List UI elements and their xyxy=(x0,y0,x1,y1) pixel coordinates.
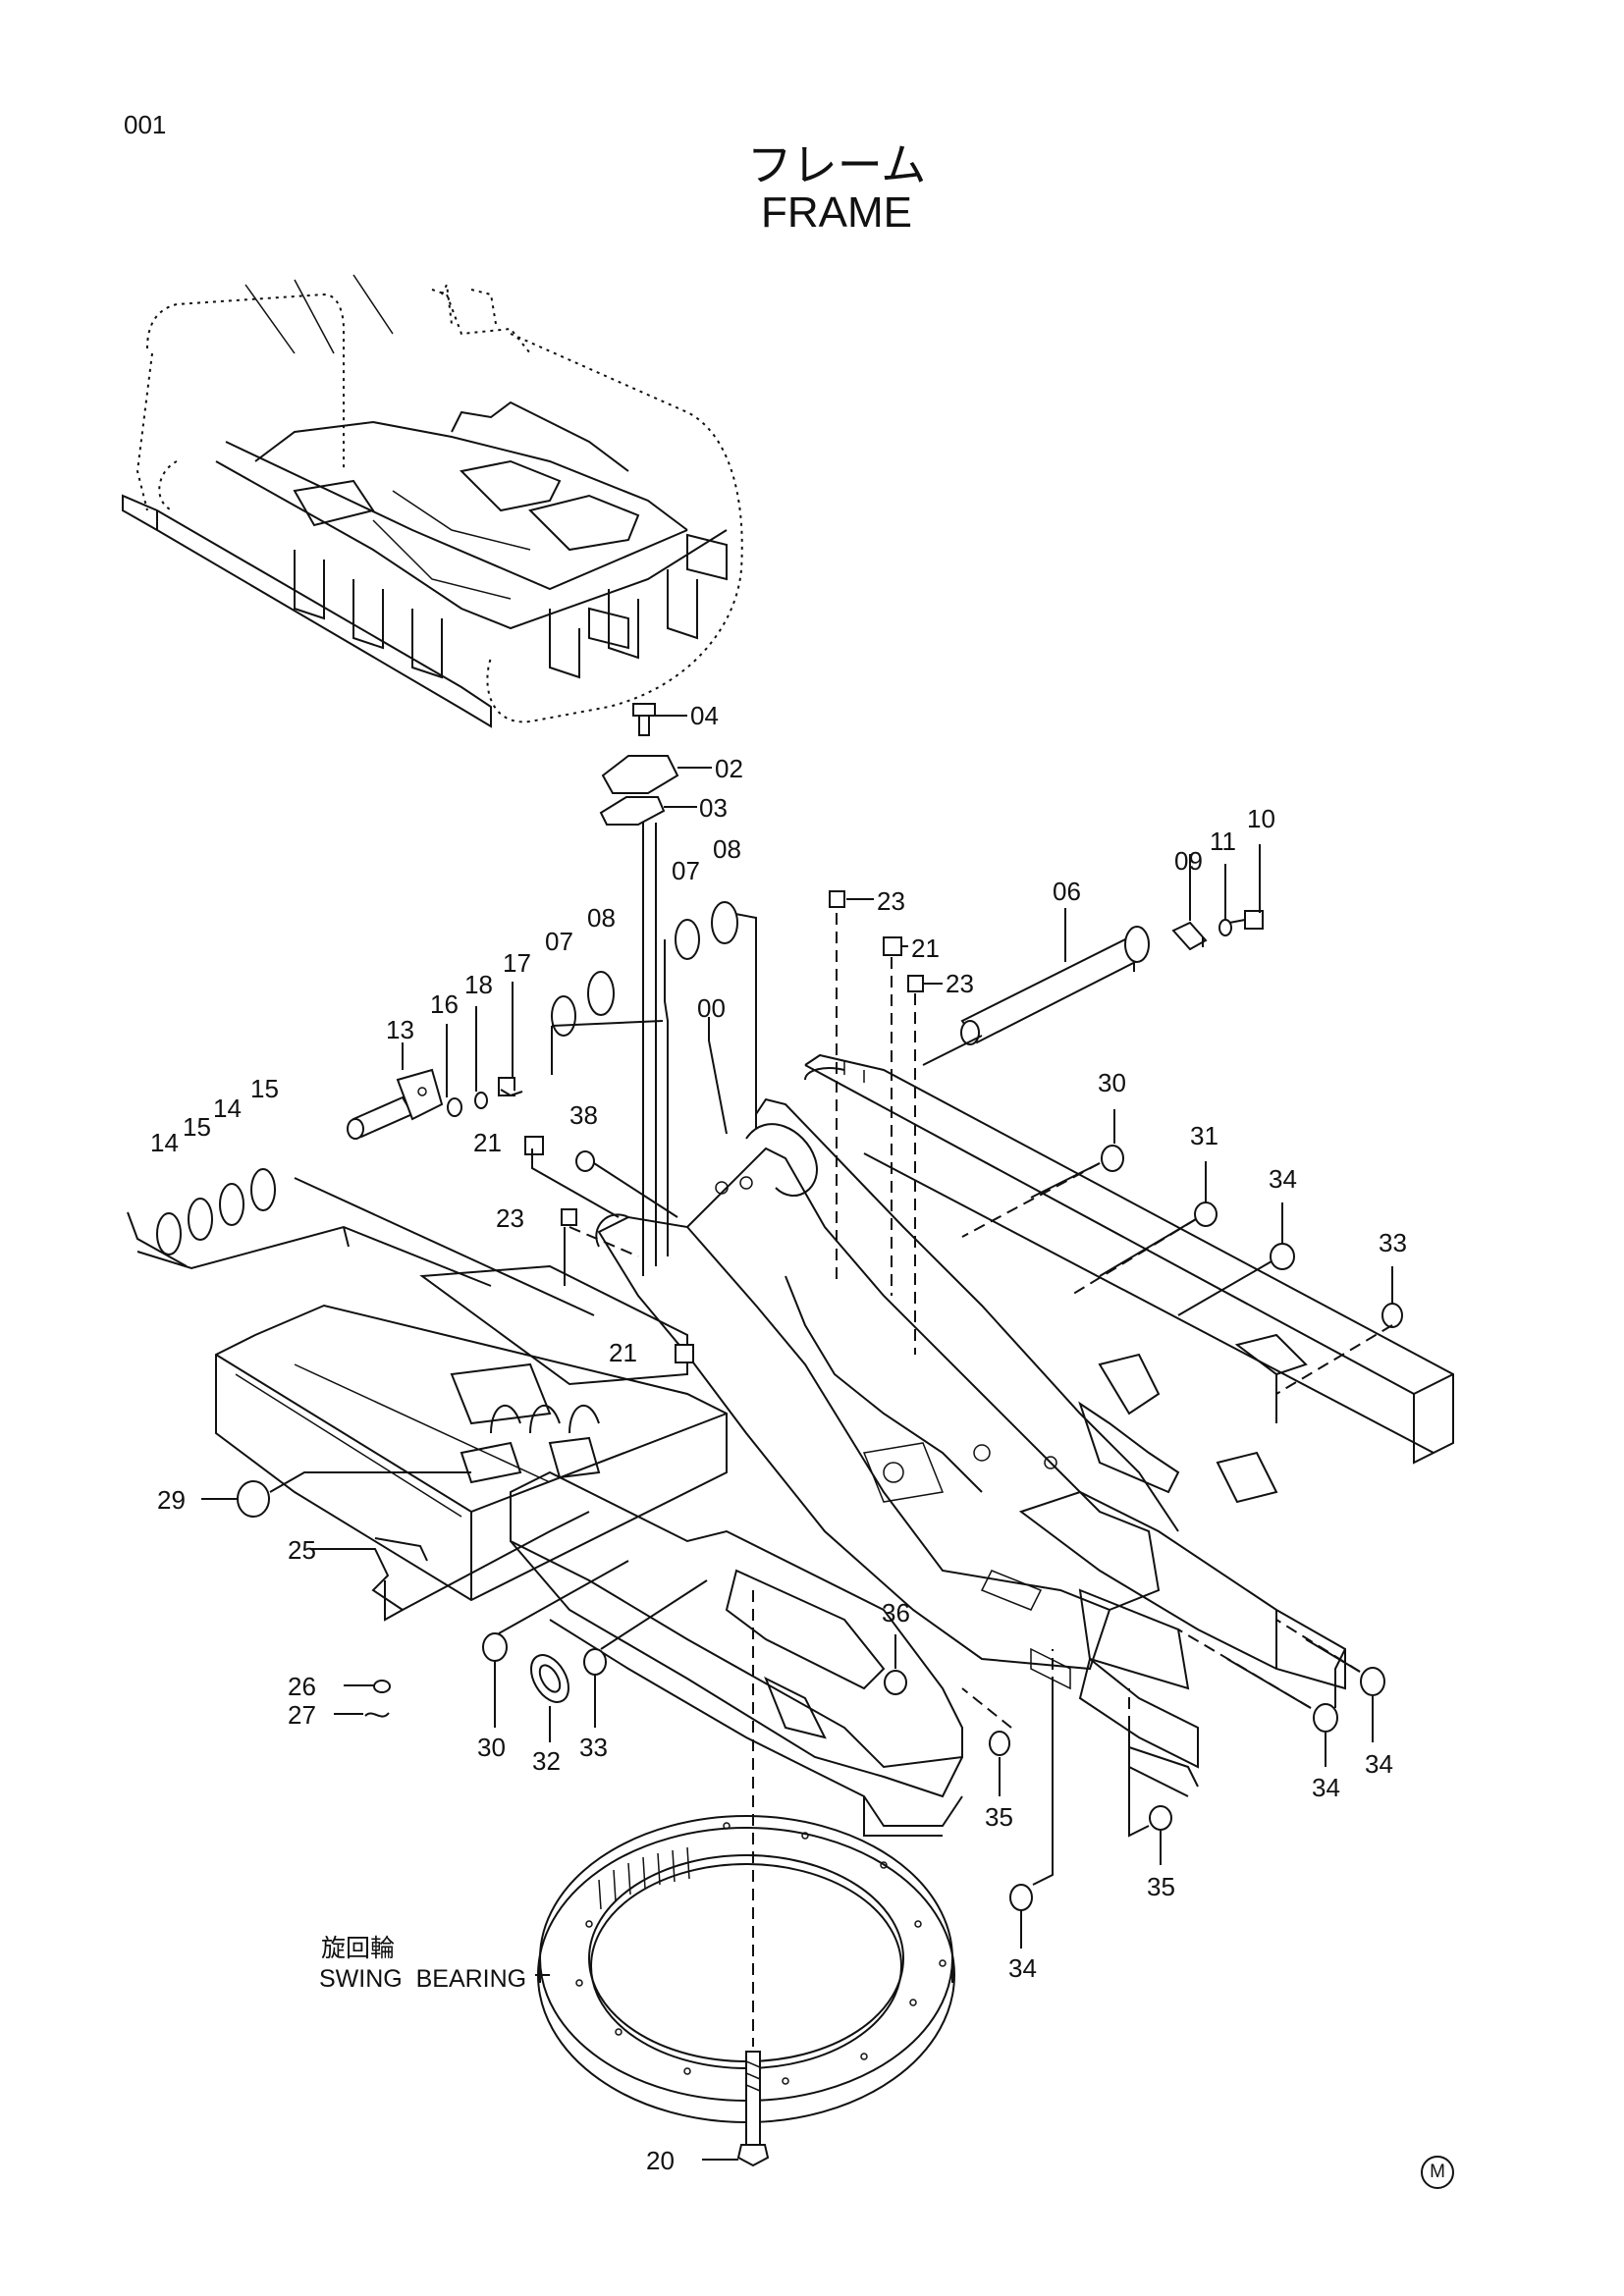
callout-14: 14 xyxy=(150,1128,179,1157)
part-16-washer xyxy=(447,1097,462,1117)
page-number: 001 xyxy=(124,110,167,139)
part-33-cushion xyxy=(583,1648,607,1676)
part-10-bolt xyxy=(1228,910,1264,930)
swing-bearing-label-en: SWING BEARING xyxy=(319,1965,526,1993)
part-15-washer xyxy=(250,1168,276,1211)
part-27-pin xyxy=(364,1712,390,1718)
title-english: FRAME xyxy=(761,188,912,237)
callout-35: 35 xyxy=(985,1802,1013,1832)
part-29-cushion xyxy=(237,1480,270,1518)
part-04-bolt xyxy=(632,703,656,736)
callout-34: 34 xyxy=(1269,1164,1297,1194)
callout-21: 21 xyxy=(911,934,940,963)
title-japanese: フレーム xyxy=(746,139,927,190)
part-07-washer xyxy=(675,919,700,960)
callout-18: 18 xyxy=(464,970,493,999)
part-20-bolt xyxy=(736,2051,770,2167)
part-34-cushion xyxy=(1313,1703,1338,1733)
callout-30: 30 xyxy=(1098,1068,1126,1097)
leader-lines xyxy=(127,715,1393,2161)
part-21-cap xyxy=(675,1344,694,1363)
callout-36: 36 xyxy=(882,1598,910,1628)
callout-17: 17 xyxy=(503,948,531,978)
part-36-cushion xyxy=(884,1670,907,1695)
callout-27: 27 xyxy=(288,1700,316,1730)
part-35-cushion xyxy=(989,1731,1010,1756)
callout-30: 30 xyxy=(477,1733,506,1762)
part-21-cap xyxy=(883,936,902,956)
part-06-pin xyxy=(960,926,1150,1045)
part-08-washer xyxy=(587,971,615,1016)
callout-34: 34 xyxy=(1008,1953,1037,1983)
part-21-cap xyxy=(524,1136,544,1155)
callout-25: 25 xyxy=(288,1535,316,1565)
part-23-plug xyxy=(907,975,924,992)
callout-31: 31 xyxy=(1190,1121,1218,1150)
part-34-cushion xyxy=(1360,1667,1385,1696)
part-34-cushion xyxy=(1009,1884,1033,1911)
callout-23: 23 xyxy=(496,1203,524,1233)
callout-29: 29 xyxy=(157,1485,186,1515)
part-15-washer xyxy=(188,1198,213,1241)
excavator-inset-drawing xyxy=(122,274,743,728)
part-26-washer xyxy=(373,1680,391,1693)
callout-11: 11 xyxy=(1210,827,1236,856)
callout-02: 02 xyxy=(715,754,743,783)
part-17-bolt xyxy=(498,1077,523,1097)
callout-21: 21 xyxy=(473,1128,502,1157)
part-31-cushion xyxy=(1194,1201,1218,1227)
callout-33: 33 xyxy=(579,1733,608,1762)
callout-38: 38 xyxy=(569,1100,598,1130)
part-23-plug xyxy=(829,890,845,908)
part-07-washer xyxy=(551,995,576,1037)
callout-labels: 04 02 03 07 08 07 08 09 11 10 06 23 21 2… xyxy=(150,701,1407,2175)
part-30-cushion xyxy=(482,1632,508,1662)
manufacturer-mark: M xyxy=(1421,2156,1454,2189)
part-32-cushion xyxy=(530,1654,569,1703)
main-frame-drawing xyxy=(215,1053,1454,1837)
callout-34: 34 xyxy=(1365,1749,1393,1779)
callout-15: 15 xyxy=(250,1074,279,1103)
part-34-cushion xyxy=(1270,1243,1295,1270)
callout-13: 13 xyxy=(386,1015,414,1044)
callout-16: 16 xyxy=(430,989,459,1019)
part-23-plug xyxy=(561,1208,577,1226)
part-14-washer xyxy=(219,1183,244,1226)
part-14-washer xyxy=(156,1212,182,1255)
callout-32: 32 xyxy=(532,1746,561,1776)
part-30-cushion xyxy=(1101,1145,1124,1172)
part-38-cushion xyxy=(575,1150,595,1172)
part-25-rod xyxy=(374,1537,428,1562)
callout-06: 06 xyxy=(1053,877,1081,906)
callout-08: 08 xyxy=(587,903,616,933)
callout-08: 08 xyxy=(713,834,741,864)
part-02-plate xyxy=(601,755,679,794)
part-35-cushion xyxy=(1149,1805,1172,1831)
callout-00: 00 xyxy=(697,993,726,1023)
callout-23: 23 xyxy=(877,886,905,916)
part-33-cushion xyxy=(1381,1303,1403,1328)
callout-14: 14 xyxy=(213,1094,242,1123)
swing-bearing-label-jp: 旋回輪 xyxy=(321,1935,395,1962)
callout-20: 20 xyxy=(646,2146,675,2175)
callout-23: 23 xyxy=(946,969,974,998)
callout-21: 21 xyxy=(609,1338,637,1367)
callout-35: 35 xyxy=(1147,1872,1175,1901)
callout-09: 09 xyxy=(1174,846,1203,876)
callout-10: 10 xyxy=(1247,804,1275,833)
callout-33: 33 xyxy=(1379,1228,1407,1257)
part-13-pin xyxy=(347,1068,444,1140)
callout-03: 03 xyxy=(699,793,728,823)
part-08-washer xyxy=(711,901,738,944)
callout-34: 34 xyxy=(1312,1773,1340,1802)
callout-04: 04 xyxy=(690,701,719,730)
part-09-plate xyxy=(1171,921,1208,951)
part-18-washer xyxy=(474,1092,488,1109)
callout-07: 07 xyxy=(545,927,573,956)
callout-07: 07 xyxy=(672,856,700,885)
part-03-shim xyxy=(599,796,666,826)
callout-15: 15 xyxy=(183,1112,211,1142)
callout-26: 26 xyxy=(288,1672,316,1701)
